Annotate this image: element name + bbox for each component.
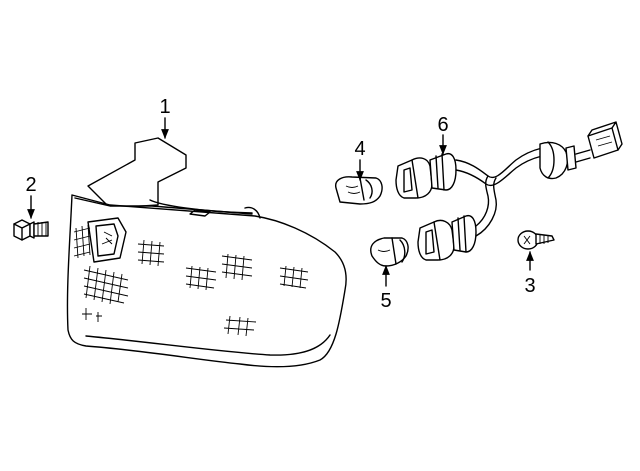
wire-harness-icon <box>395 121 623 261</box>
callout-number-3: 3 <box>524 275 535 297</box>
callout-number-6: 6 <box>437 114 448 136</box>
callout-leaders <box>27 117 534 287</box>
bulb-icon <box>370 237 409 267</box>
callout-number-1: 1 <box>159 96 170 118</box>
bolt-icon <box>13 219 49 241</box>
callout-number-5: 5 <box>380 290 391 312</box>
callout-number-4: 4 <box>354 138 365 160</box>
bulb-icon <box>335 176 383 205</box>
tail-lamp-assembly-icon <box>66 137 347 368</box>
screw-icon <box>517 230 555 250</box>
callout-labels: 1 2 3 4 5 6 <box>25 96 535 312</box>
callout-number-2: 2 <box>25 174 36 196</box>
